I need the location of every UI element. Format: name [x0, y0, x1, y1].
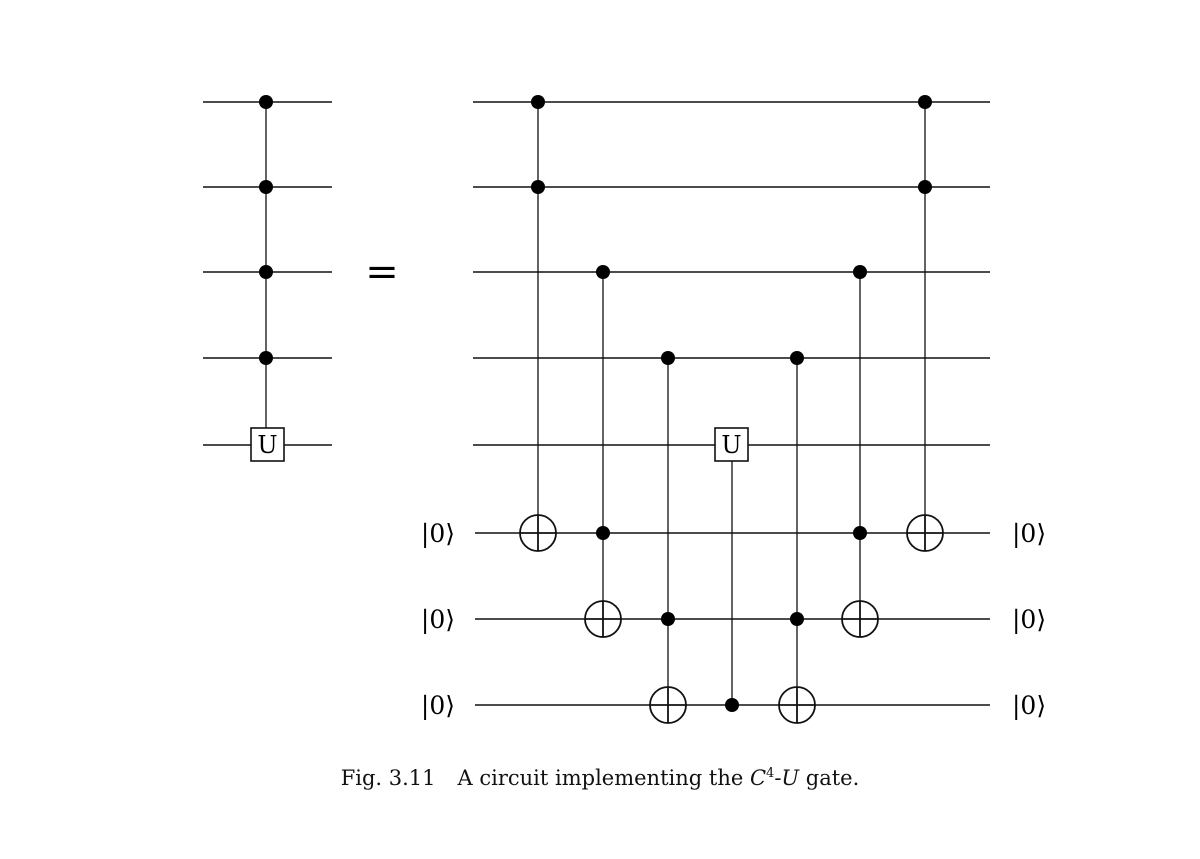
toffoli-2-control-a	[596, 265, 610, 279]
decomposition-circuit: U |0⟩ |	[421, 95, 1046, 724]
left-u-gate-label: U	[257, 431, 277, 459]
caption-gate-symbol: C	[749, 766, 767, 790]
toffoli-1-control-b	[531, 180, 545, 194]
ancilla-label-left-2: |0⟩	[421, 605, 455, 635]
toffoli-4-control-b	[790, 612, 804, 626]
toffoli-gate-1	[519, 95, 557, 552]
toffoli-gate-6	[906, 95, 944, 552]
ancilla-label-right-2: |0⟩	[1012, 605, 1046, 635]
right-u-gate-label: U	[721, 431, 741, 459]
caption-text-before: A circuit implementing the	[457, 766, 750, 790]
ancilla-label-left-1: |0⟩	[421, 519, 455, 549]
toffoli-6-control-a	[918, 95, 932, 109]
toffoli-2-control-b	[596, 526, 610, 540]
toffoli-gate-2	[584, 265, 622, 638]
left-control-dot-3	[259, 265, 273, 279]
left-u-gate-box	[250, 427, 285, 462]
toffoli-gate-3	[649, 351, 687, 724]
caption-text-after: gate.	[799, 766, 860, 790]
toffoli-5-control-b	[853, 526, 867, 540]
toffoli-1-control-a	[531, 95, 545, 109]
left-control-dot-1	[259, 95, 273, 109]
equals-sign: =	[365, 249, 399, 295]
caption-gate-suffix: -U	[774, 766, 800, 790]
toffoli-3-control-b	[661, 612, 675, 626]
left-control-dot-2	[259, 180, 273, 194]
figure-number: Fig. 3.11	[340, 766, 436, 790]
toffoli-3-control-a	[661, 351, 675, 365]
toffoli-gate-5	[841, 265, 879, 638]
ancilla-label-right-1: |0⟩	[1012, 519, 1046, 549]
ancilla-label-left-3: |0⟩	[421, 691, 455, 721]
toffoli-gate-4	[778, 351, 816, 724]
left-control-dot-4	[259, 351, 273, 365]
c4u-gate-circuit: U	[203, 95, 332, 462]
ancilla-label-right-3: |0⟩	[1012, 691, 1046, 721]
controlled-u-gate: U	[714, 427, 749, 712]
toffoli-6-control-b	[918, 180, 932, 194]
figure-caption: Fig. 3.11 A circuit implementing the C4-U…	[0, 766, 1200, 790]
right-u-gate-box	[714, 427, 749, 462]
controlled-u-control-dot	[725, 698, 739, 712]
toffoli-4-control-a	[790, 351, 804, 365]
toffoli-5-control-a	[853, 265, 867, 279]
caption-gate-superscript: 4	[766, 766, 775, 781]
